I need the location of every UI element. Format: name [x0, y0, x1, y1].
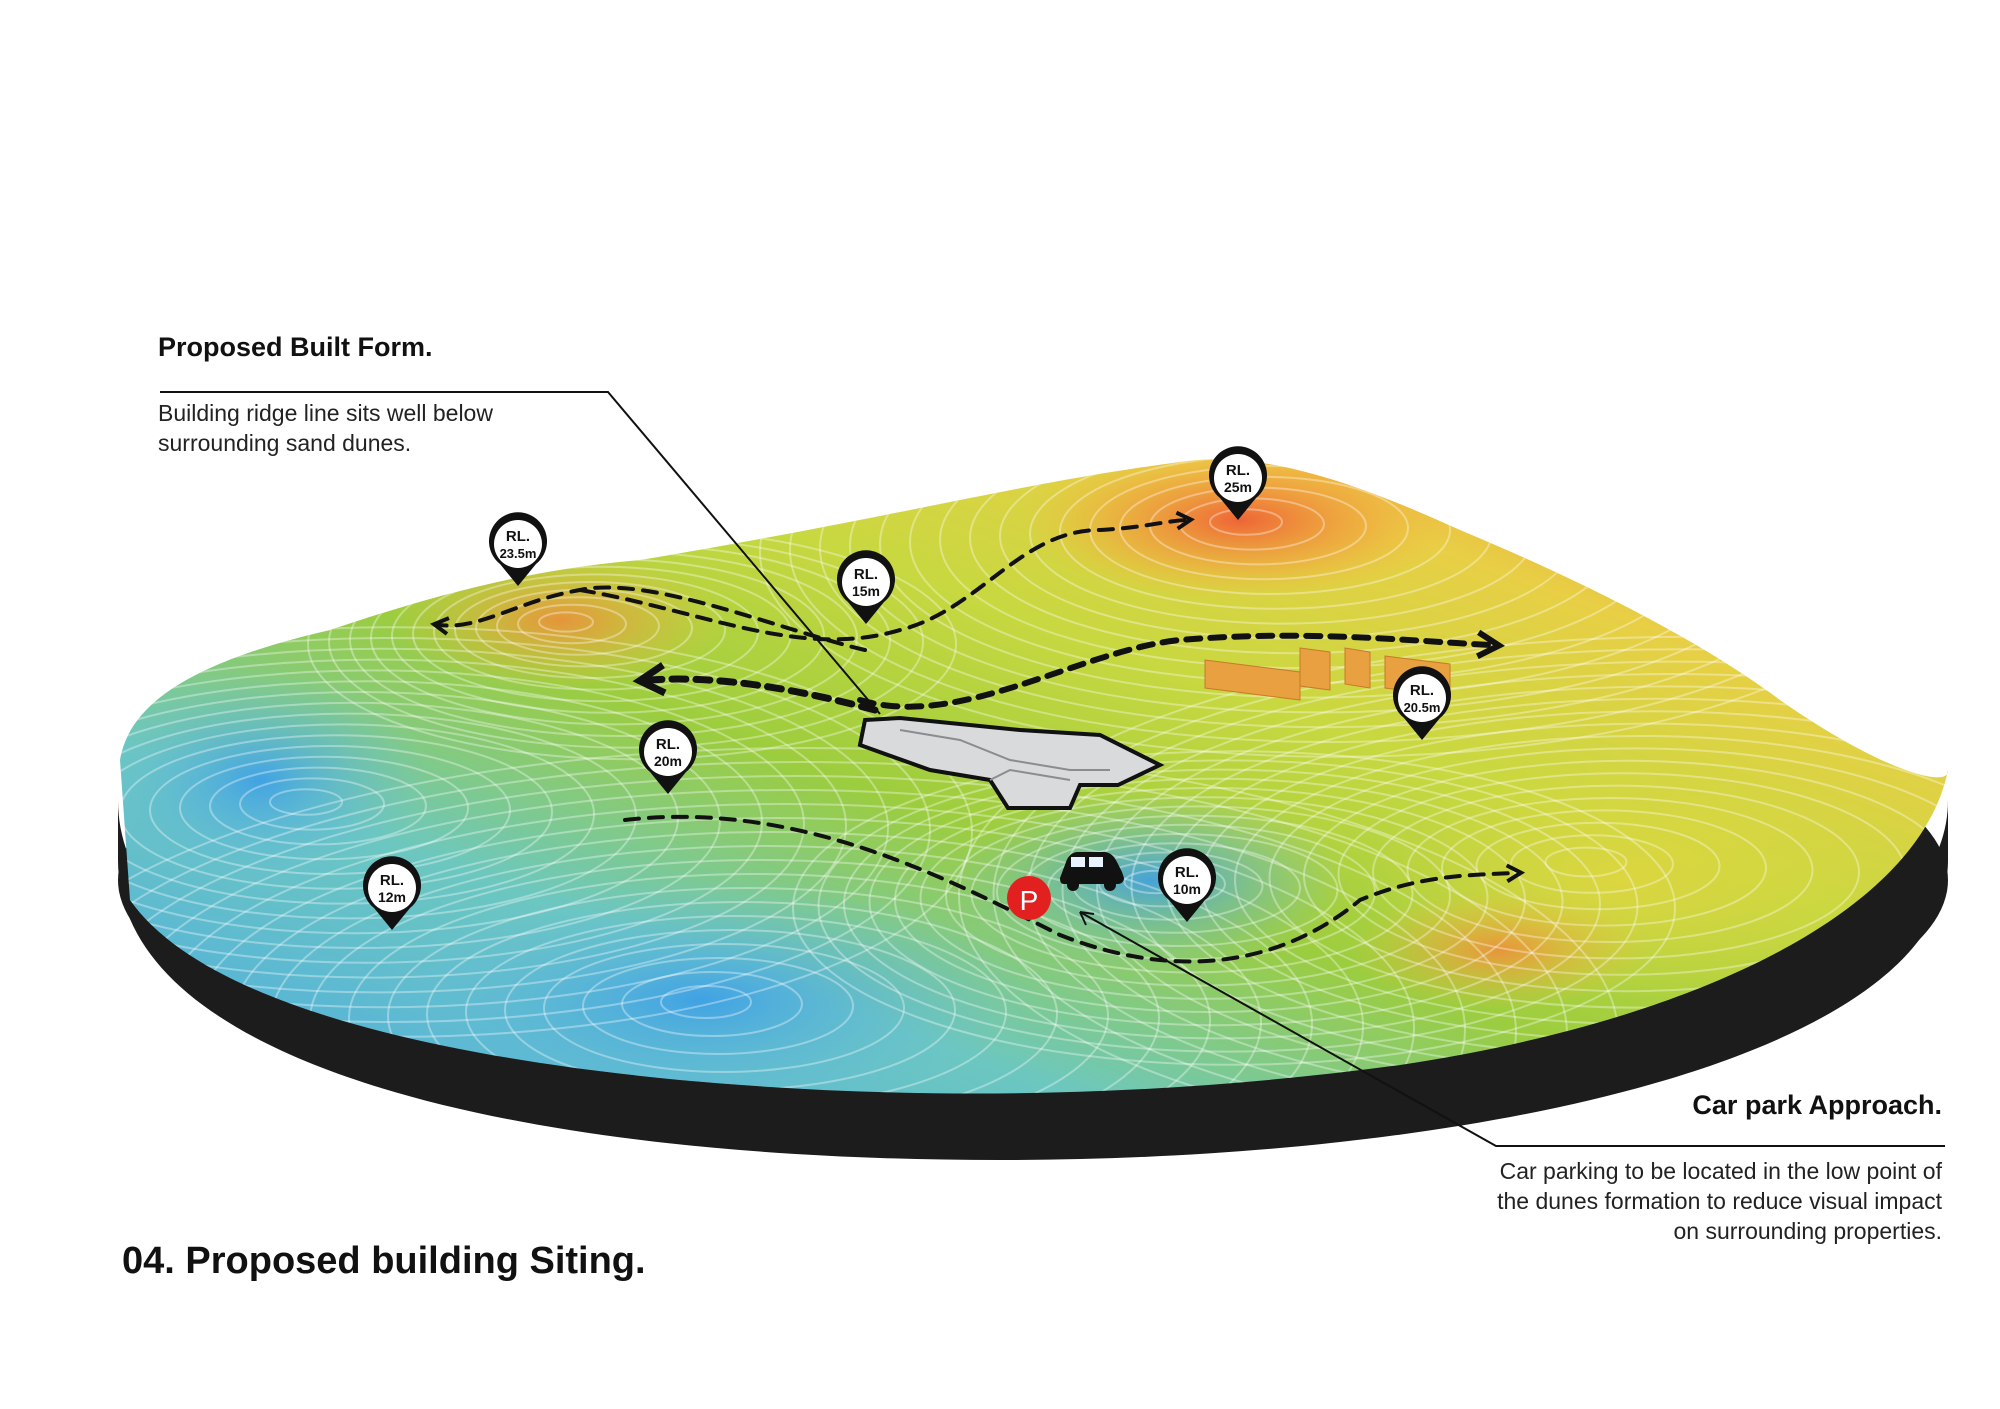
level-marker-label: RL. — [1226, 462, 1250, 479]
level-marker-value: 23.5m — [500, 546, 537, 561]
level-marker-label: RL. — [1410, 682, 1434, 699]
built-form-description-line-2: surrounding sand dunes. — [158, 428, 411, 458]
built-form-description-line-1: Building ridge line sits well below — [158, 398, 493, 428]
level-marker-value: 20m — [654, 753, 682, 769]
level-marker-value: 10m — [1173, 881, 1201, 897]
level-marker-value: 15m — [852, 583, 880, 599]
car-park-description-line-3: on surrounding properties. — [1674, 1216, 1943, 1246]
level-marker-label: RL. — [656, 736, 680, 753]
car-park-description-line-1: Car parking to be located in the low poi… — [1500, 1156, 1942, 1186]
page-title: 04. Proposed building Siting. — [122, 1240, 646, 1283]
level-marker-label: RL. — [1175, 864, 1199, 881]
built-form-heading: Proposed Built Form. — [158, 332, 433, 363]
svg-text:P: P — [1020, 885, 1039, 916]
level-marker-value: 12m — [378, 889, 406, 905]
parking-icon: P — [1007, 876, 1051, 920]
level-marker-label: RL. — [854, 566, 878, 583]
car-park-heading: Car park Approach. — [1692, 1090, 1942, 1121]
level-marker-label: RL. — [380, 872, 404, 889]
level-marker-label: RL. — [506, 528, 530, 545]
car-park-description-line-2: the dunes formation to reduce visual imp… — [1497, 1186, 1942, 1216]
level-marker-value: 20.5m — [1404, 700, 1441, 715]
level-marker-value: 25m — [1224, 479, 1252, 495]
